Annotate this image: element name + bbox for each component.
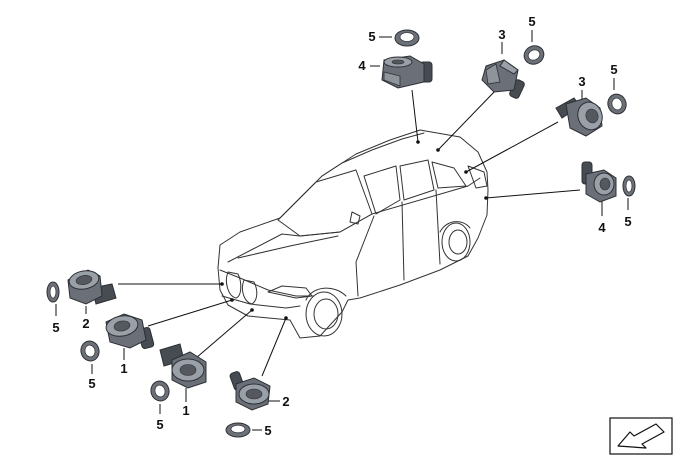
sensor-1-lower: [159, 343, 207, 389]
sensor-4-top: [381, 55, 433, 89]
callout-2-bottom: 2: [282, 394, 289, 409]
callout-4-right: 4: [598, 220, 606, 235]
ring-5-top-right: [523, 45, 545, 65]
callout-5-bottom: 5: [264, 423, 271, 438]
sensor-3-right: [555, 97, 603, 137]
ring-5-far-left: [46, 281, 60, 303]
callout-1-mid-left: 1: [120, 361, 127, 376]
sensor-4-right: [581, 161, 617, 203]
callout-3-right: 3: [578, 74, 585, 89]
sensor-2-left: [67, 269, 117, 305]
callout-2-left: 2: [82, 316, 89, 331]
callout-5-top: 5: [368, 29, 375, 44]
callout-5-lower: 5: [156, 417, 163, 432]
ring-5-lower: [150, 380, 170, 402]
leader-dots: [220, 140, 488, 320]
callout-5-far-right: 5: [624, 214, 631, 229]
sensor-3-top-right: [481, 59, 525, 99]
callout-5-left-mid: 5: [88, 376, 95, 391]
sensor-2-bottom: [229, 371, 271, 411]
sensor-1-mid-left: [105, 313, 155, 350]
arrow-down-left-icon[interactable]: [609, 417, 673, 455]
callout-5-top-right: 5: [528, 14, 535, 29]
callout-3-top: 3: [498, 27, 505, 42]
callout-ticks: [55, 30, 629, 431]
ring-5-far-right: [622, 175, 636, 197]
callout-1-lower: 1: [182, 403, 189, 418]
leader-lines: [118, 89, 581, 377]
ring-5-left-mid: [80, 340, 100, 362]
ring-5-bottom: [225, 422, 251, 438]
ring-5-top: [394, 29, 420, 47]
callout-4-top: 4: [358, 58, 366, 73]
callout-5-far-left: 5: [52, 320, 59, 335]
callout-5-right: 5: [610, 62, 617, 77]
ring-5-right: [607, 93, 627, 115]
car-outline-icon: [217, 129, 489, 339]
